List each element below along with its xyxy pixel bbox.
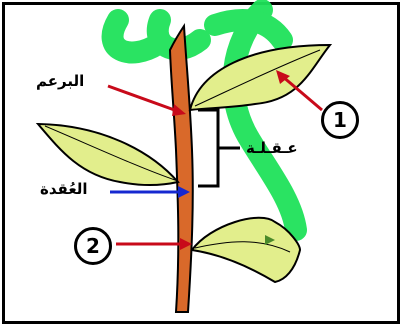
bud-arrow <box>107 84 186 116</box>
leaf-top-right <box>188 43 333 112</box>
marker-2: 2 <box>74 227 112 265</box>
leaf-left <box>35 122 180 186</box>
watermark-logo <box>101 0 307 241</box>
label-internode: عـقـلـة <box>246 139 298 157</box>
marker-2-arrow <box>116 238 192 250</box>
node-arrow <box>110 186 190 198</box>
marker-1: 1 <box>321 101 359 139</box>
internode-bracket <box>198 108 240 188</box>
marker-1-arrow <box>276 70 323 112</box>
stem <box>168 22 194 313</box>
label-bud: البرعم <box>36 72 85 90</box>
leaf-bottom-right <box>190 216 302 284</box>
label-node: العُقدة <box>40 180 88 198</box>
